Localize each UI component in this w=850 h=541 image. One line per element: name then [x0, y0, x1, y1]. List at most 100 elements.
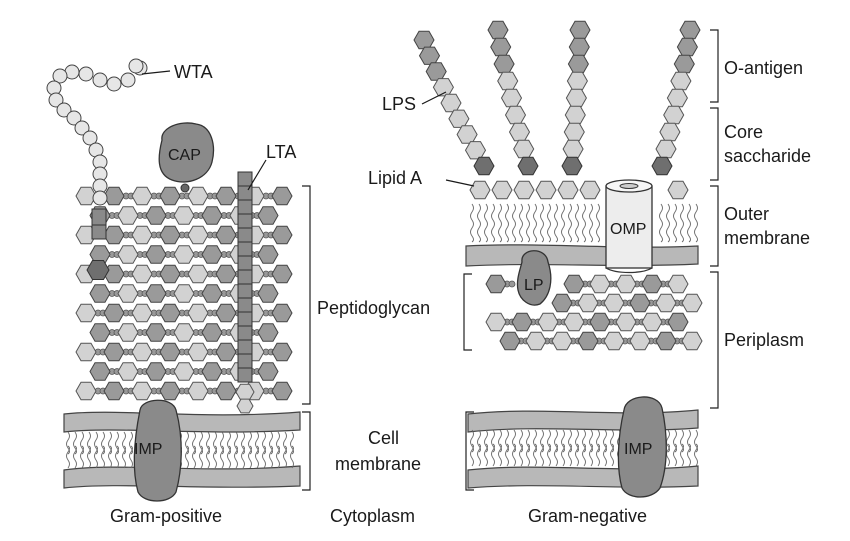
lipid-tail [596, 429, 600, 453]
lps-sugar-hexagon [464, 141, 487, 160]
lipid-tail [505, 203, 509, 243]
lps-sugar-hexagon [567, 54, 589, 74]
lta-segment [237, 199, 253, 215]
lipid-tail [283, 445, 287, 469]
sugar-hexagon [257, 245, 279, 264]
lipid-tail [554, 429, 558, 453]
lipid-tail [547, 443, 551, 467]
omp-protein [605, 179, 653, 274]
sugar-hexagon [537, 312, 559, 332]
lipid-tail [589, 203, 593, 243]
sugar-hexagon [159, 264, 181, 284]
lipid-tail [185, 431, 189, 455]
lipid-tail [115, 445, 119, 469]
sugar-hexagon [187, 381, 209, 401]
sugar-hexagon [667, 274, 689, 294]
lta-column [235, 171, 255, 414]
lipid-tail [192, 445, 196, 469]
lps-sugar-hexagon [655, 139, 677, 159]
sugar-hexagon [271, 381, 293, 401]
lps-sugar-hexagon [679, 20, 701, 40]
lipid-tail [213, 431, 217, 455]
sugar-hexagon [615, 312, 637, 332]
sugar-hexagon [89, 323, 111, 342]
lipid-tail [241, 431, 245, 455]
lipid-tail [687, 203, 691, 243]
wta-bead [56, 102, 72, 118]
membrane-label: membrane [335, 454, 421, 474]
lipid-tail [687, 443, 691, 467]
lipid-tail [234, 445, 238, 469]
lipid-tail [505, 443, 509, 467]
sugar-hexagon [89, 362, 111, 381]
lipid-tail [540, 443, 544, 467]
lipid-tail [94, 431, 98, 455]
lipid-tail [512, 443, 516, 467]
outer-membrane-label: membrane [724, 228, 810, 248]
sugar-hexagon [641, 312, 663, 332]
lps-sugar-hexagon [566, 71, 588, 91]
lipid-a-hexagon [513, 180, 535, 200]
lipid-tail [519, 203, 523, 243]
sugar-hexagon [257, 362, 279, 381]
sugar-hexagon [173, 206, 195, 225]
sugar-hexagon [131, 264, 153, 284]
lipid-tail [101, 445, 105, 469]
lipid-tail [694, 443, 698, 467]
lipid-tail [87, 445, 91, 469]
lipid-tail [589, 429, 593, 453]
sugar-hexagon [75, 225, 97, 245]
sugar-hexagon [187, 264, 209, 284]
lipid-tail [255, 445, 259, 469]
lipid-tail [526, 203, 530, 243]
sugar-hexagon [173, 284, 195, 303]
lipid-tail [547, 429, 551, 453]
lipid-tail [227, 431, 231, 455]
sugar-hexagon [187, 186, 209, 206]
sugar-hexagon [215, 342, 237, 362]
lps-sugar-hexagon [663, 105, 685, 125]
sugar-hexagon [257, 206, 279, 225]
sugar-hexagon [187, 342, 209, 362]
lipid-a-hexagon [557, 180, 579, 200]
lps-sugar-hexagon [487, 20, 509, 40]
sugar-hexagon [159, 381, 181, 401]
layer-braces [302, 29, 719, 491]
sugar-hexagon [215, 186, 237, 206]
outer-label: Outer [724, 204, 769, 224]
lipid-tail [498, 443, 502, 467]
lipid-tail [241, 445, 245, 469]
wta-bead [120, 72, 136, 88]
wta-bead [106, 76, 122, 92]
sugar-hexagon [187, 303, 209, 323]
wta-bead [52, 68, 68, 84]
lipid-tail [568, 429, 572, 453]
sugar-hexagon [117, 284, 139, 303]
lipid-tail [66, 445, 70, 469]
lta-segment [237, 325, 253, 341]
lipid-tail [519, 429, 523, 453]
imp-label-negative: IMP [624, 441, 652, 458]
lps-sugar-hexagon [418, 46, 441, 65]
lipid-tail [262, 445, 266, 469]
lp-label: LP [524, 277, 544, 294]
sugar-hexagon [75, 186, 97, 206]
lipid-tail [108, 445, 112, 469]
lipid-tail [694, 203, 698, 243]
lipid-tail [199, 431, 203, 455]
lipid-tail [255, 431, 259, 455]
lta-segment [237, 227, 253, 243]
lipid-tail [540, 203, 544, 243]
sugar-hexagon [551, 293, 573, 313]
lipid-tail [491, 443, 495, 467]
lipid-tail [484, 429, 488, 453]
lipid-tail [94, 445, 98, 469]
sugar-hexagon [201, 323, 223, 342]
sugar-hexagon [159, 186, 181, 206]
sugar-hexagon [641, 274, 663, 294]
outer-membrane [465, 203, 699, 267]
wta-bead [92, 72, 108, 88]
lipid-tail [582, 203, 586, 243]
lps-sugar-hexagon [500, 88, 523, 108]
